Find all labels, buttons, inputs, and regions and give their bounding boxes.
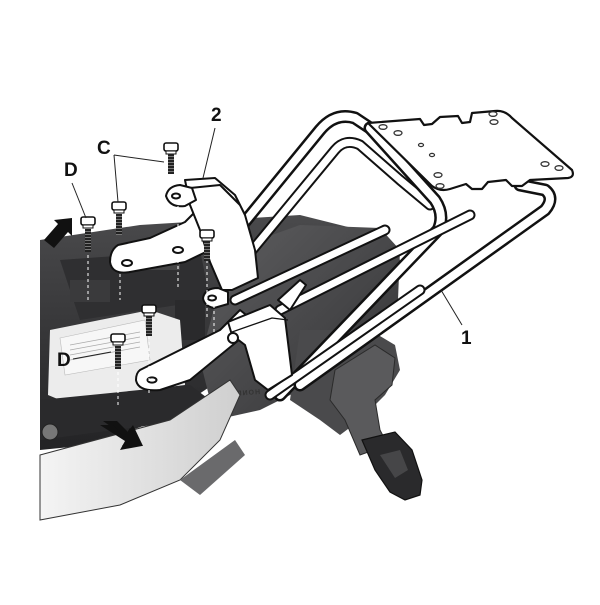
callout-2: 2 [211, 105, 222, 126]
alignment-lines [87, 200, 215, 405]
bolts [80, 142, 215, 405]
bolt-d-top [80, 216, 96, 252]
leader-lines [71, 127, 463, 360]
bolt-right-upper [199, 229, 215, 261]
rack-top-plate [366, 109, 574, 192]
brand-mark-mirrored: HONDA [229, 389, 260, 398]
bolt-c-top [163, 142, 179, 174]
callout-d-bottom: D [57, 350, 71, 371]
callout-c: C [97, 138, 111, 159]
rack-frame [223, 110, 557, 402]
arrow-down-right-icon [100, 421, 143, 450]
callout-1: 1 [461, 328, 472, 349]
callout-d-top: D [64, 160, 78, 181]
bolt-d-bottom [110, 333, 126, 369]
bolt-c-mid [111, 201, 127, 235]
arrow-up-left-icon [44, 218, 72, 248]
bolt-d-lower-right [141, 304, 157, 336]
mounting-bracket [109, 177, 307, 392]
plate-holes [378, 111, 564, 189]
